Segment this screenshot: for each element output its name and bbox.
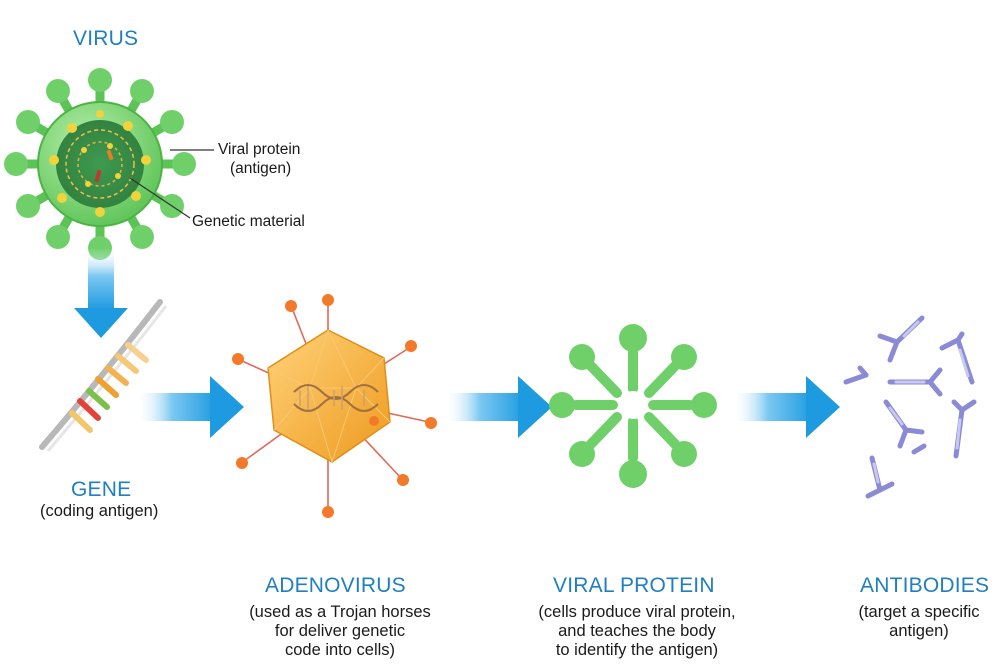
gene-strand: [39, 299, 168, 452]
antigen-label: (antigen): [230, 160, 292, 177]
arrow-gene-to-adenovirus: [136, 376, 244, 438]
viral-protein-title: VIRAL PROTEIN: [553, 574, 715, 597]
arrow-adenovirus-to-protein: [444, 376, 552, 438]
adenovirus-caption-line-1: (used as a Trojan horses: [249, 603, 431, 621]
antibodies-title: ANTIBODIES: [860, 574, 990, 597]
adenovirus-caption-line-3: code into cells): [284, 641, 396, 659]
viral-protein-illustration: [549, 324, 717, 488]
viral-protein-caption-line-1: (cells produce viral protein,: [538, 603, 736, 621]
virus-illustration: [4, 68, 214, 260]
genetic-material-label: Genetic material: [192, 213, 305, 230]
viral-protein-label: Viral protein: [218, 141, 301, 158]
adenovirus-caption-line-2: for deliver genetic: [274, 622, 406, 640]
adenovirus-illustration: [232, 294, 437, 518]
gene-caption: (coding antigen): [40, 502, 159, 520]
antibodies-caption-line-1: (target a specific: [858, 603, 980, 621]
gene-title: GENE: [71, 478, 132, 501]
virus-title: VIRUS: [73, 27, 139, 50]
arrow-protein-to-antibodies: [732, 376, 840, 438]
antibodies-illustration: [843, 315, 977, 499]
viral-protein-caption-line-3: to identify the antigen): [555, 641, 719, 659]
antibodies-caption-line-2: antigen): [889, 622, 949, 640]
adenovirus-title: ADENOVIRUS: [265, 574, 406, 597]
viral-protein-caption-line-2: and teaches the body: [558, 622, 716, 640]
down-arrow: [74, 248, 128, 338]
